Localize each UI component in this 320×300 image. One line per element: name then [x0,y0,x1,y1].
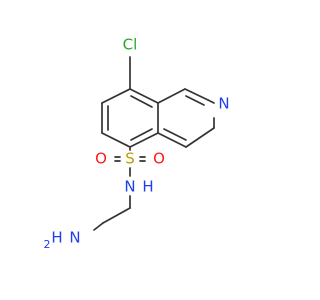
structure-diagram: Cl N S O O N H N H 2 [44,36,230,252]
bond-c2-n [93,222,104,231]
bond-c4a-c4 [157,88,186,104]
bond-c8-c8a-inner [130,128,153,141]
amide-nitrogen-label: N [124,178,135,196]
bond-c3-n2 [207,99,215,104]
amine-hydrogen-label: H [51,229,62,247]
bond-n2-c1-link [185,127,215,148]
bond-c4a-c5 [129,88,159,104]
oxygen-left-label: O [95,150,107,168]
bond-c1-c8a [157,132,187,148]
bond-c5-c6 [101,88,131,104]
chlorine-label: Cl [123,36,138,54]
amide-hydrogen-label: H [142,178,153,196]
bond-c1-c2 [102,207,131,224]
bond-c4-c3-inner [185,95,205,106]
bond-c4a-c5-inner [130,95,153,108]
bond-c4-c3 [184,88,209,101]
amine-hydrogen-count: 2 [44,238,51,251]
ring-nitrogen-label: N [218,95,229,113]
bond-c8-c8a [129,132,159,148]
amine-nitrogen-label: N [69,229,80,247]
oxygen-right-label: O [153,150,165,168]
molecule-canvas: Cl N S O O N H N H 2 [43,35,230,252]
bond-c7-c8 [101,132,131,148]
sulfur-label: S [125,150,135,168]
bond-c1-c8a-inner [163,128,187,141]
